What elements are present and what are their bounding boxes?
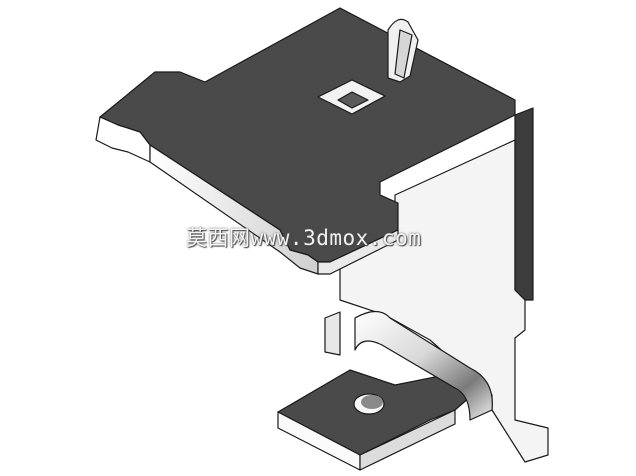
plate-slot-inner: [337, 91, 369, 109]
wall-edge-thickness: [514, 107, 534, 301]
clip-tab-edge: [394, 29, 413, 79]
mounting-hole-inner: [361, 395, 383, 409]
curl-hinge: [354, 310, 493, 421]
wall-notch: [324, 311, 341, 356]
watermark-text: 莫西网www.3dmox.com: [186, 226, 422, 250]
lower-tab-side-edge: [359, 409, 456, 471]
top-plate-right-front-edge: [317, 229, 399, 275]
